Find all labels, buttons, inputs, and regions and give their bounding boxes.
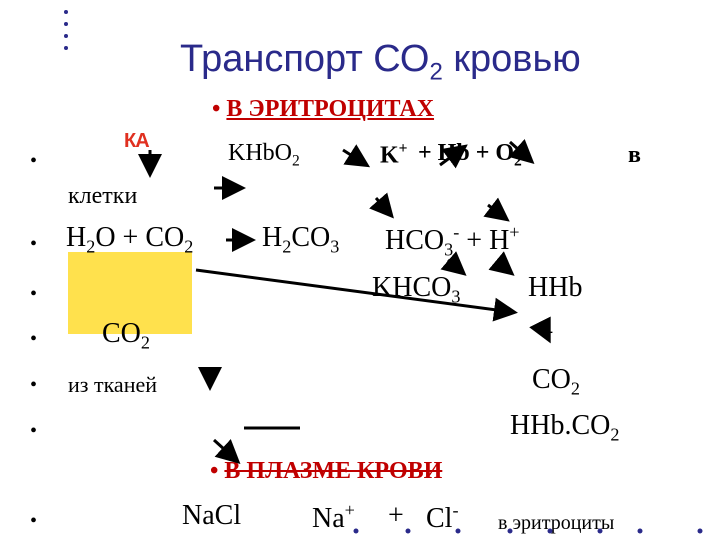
line5-from-tissues: из тканей (68, 372, 158, 397)
arrow-h-down (483, 197, 510, 222)
line1-k: K+ (380, 140, 408, 169)
line5-co2: CO2 (532, 364, 580, 399)
line7-nacl: NaCl (182, 500, 242, 531)
arrow-to-plasma (212, 438, 241, 465)
cells-text: клетки (68, 183, 138, 209)
heading-plasma: • В ПЛАЗМЕ КРОВИ (210, 458, 443, 484)
bullet-6: • (30, 420, 38, 442)
arrow-h-hhb (488, 251, 515, 276)
arrow-long-diagonal (195, 268, 518, 322)
bullet-2: • (30, 233, 38, 255)
line3-hhb: HHb (528, 272, 583, 303)
line2-h2o-co2: H2O + CO2 (66, 222, 194, 257)
bullet-3: • (30, 283, 38, 305)
yellow-highlight-box (68, 252, 192, 334)
line2-hco3-h: HCO3- + H+ (385, 222, 520, 260)
arrow-o2-out (508, 139, 535, 165)
bullet-5: • (30, 374, 38, 396)
line1-v: в (628, 142, 641, 168)
line7-na: Na+ (312, 500, 355, 534)
line4-co2: CO2 (102, 318, 150, 353)
arrow-hco3-khco3 (440, 251, 467, 276)
decorative-dots (62, 4, 72, 59)
arrow-hhb-plus (529, 316, 551, 344)
ka-label: КА (124, 130, 150, 152)
heading-erythrocytes: • В ЭРИТРОЦИТАХ (212, 96, 435, 122)
bullet-4: • (30, 328, 38, 350)
arrow-khbo2-split-2 (439, 144, 468, 169)
line7-into-erythrocytes: в эритроциты (498, 512, 615, 534)
line7-cl: Cl- (426, 500, 459, 534)
bullet-7: • (30, 510, 38, 532)
bullet-1: • (30, 150, 38, 172)
line7-plus: + (388, 500, 404, 531)
arrow-hco3-down (369, 192, 394, 219)
page-title: Транспорт СО2 кровью (180, 38, 581, 86)
line2-h2co3: H2CO3 (262, 222, 340, 257)
line1-khbo2: KHbO2 (228, 140, 300, 170)
line6-hhbco2: HHb.CO2 (510, 410, 620, 445)
arrow-khbo2-split-1 (342, 144, 371, 168)
